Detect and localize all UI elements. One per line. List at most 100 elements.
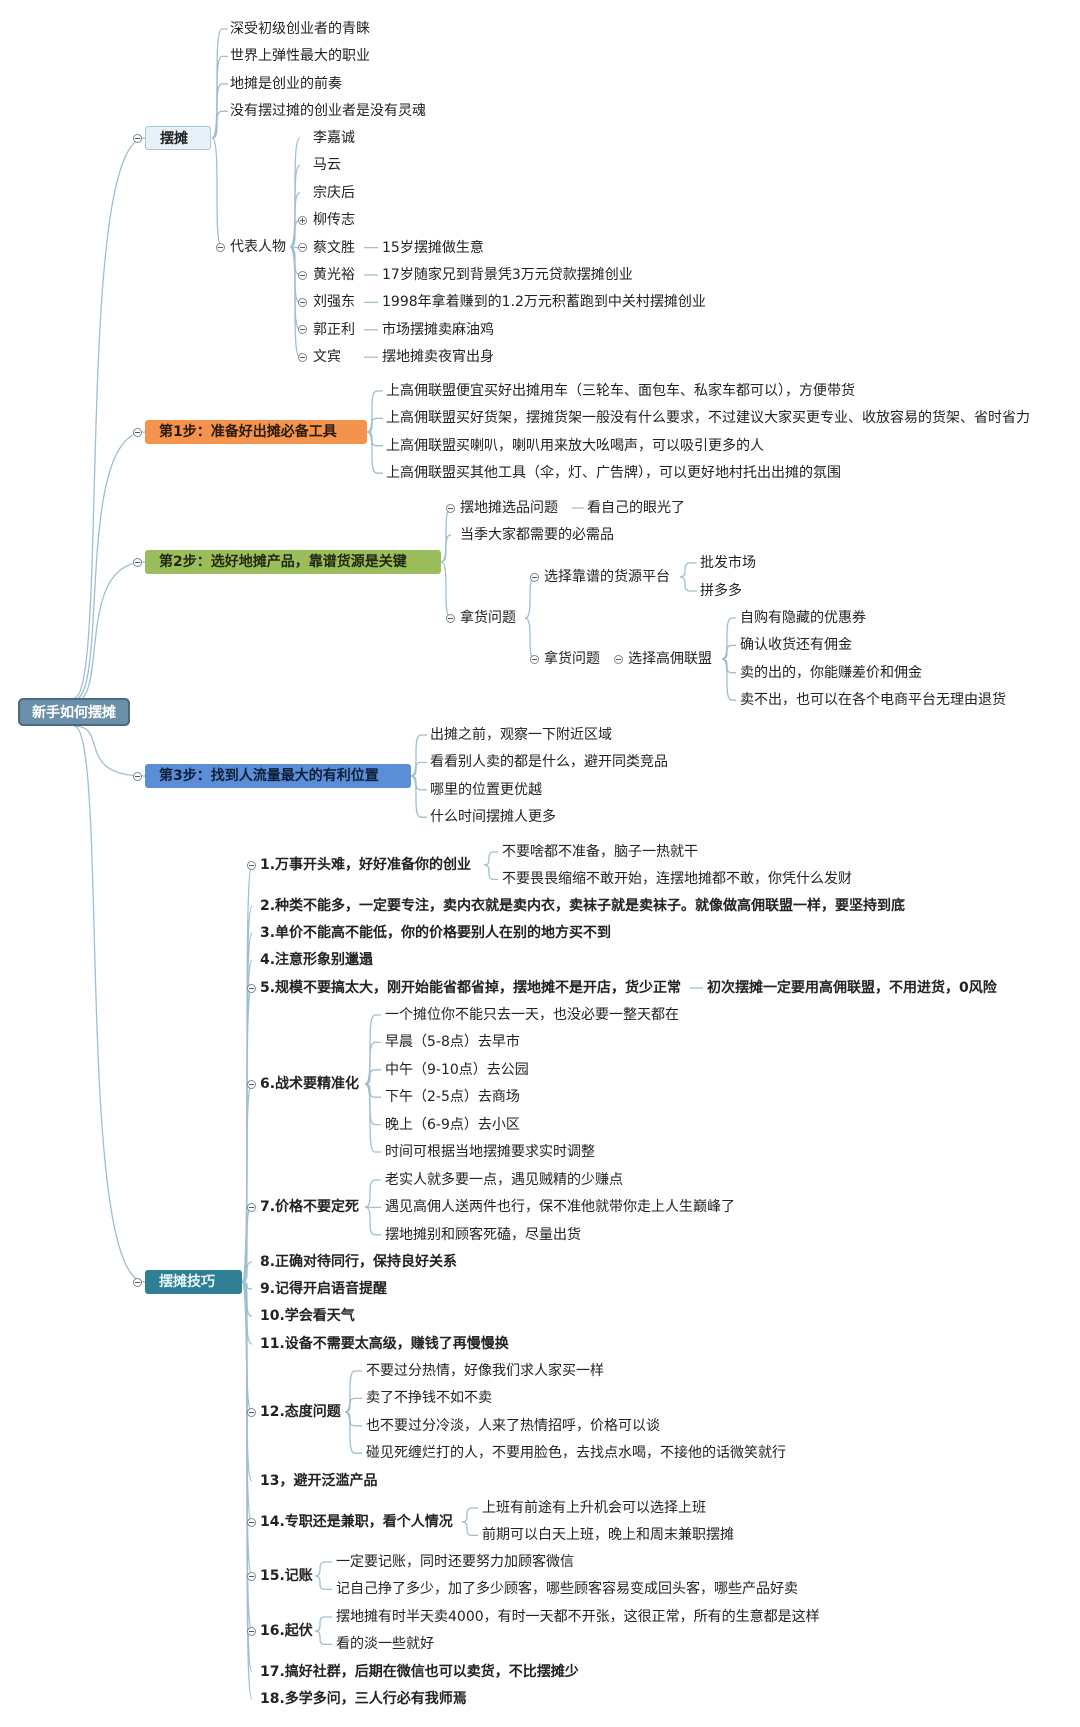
tip-t14-sub-0[interactable]: 上班有前途有上升机会可以选择上班 <box>482 1500 706 1516</box>
branch-step3-location[interactable]: 第3步：找到人流量最大的有利位置 <box>145 764 411 788</box>
tip-t12[interactable]: 12.态度问题 <box>260 1404 341 1420</box>
product-selection-label[interactable]: 摆地摊选品问题 <box>460 500 558 516</box>
tip-t2[interactable]: 2.种类不能多，一定要专注，卖内衣就是卖内衣，卖袜子就是卖袜子。就像做高佣联盟一… <box>260 898 906 914</box>
collapse-toggle-icon[interactable] <box>613 654 623 664</box>
tip-t6-sub-1[interactable]: 早晨（5-8点）去早市 <box>385 1034 520 1051</box>
person-name-4[interactable]: 蔡文胜 <box>313 239 355 256</box>
alliance-benefit-3[interactable]: 卖不出，也可以在各个电商平台无理由退货 <box>740 692 1006 709</box>
collapse-toggle-icon[interactable] <box>246 860 256 870</box>
collapse-toggle-icon[interactable] <box>246 1407 256 1417</box>
rep-people-label[interactable]: 代表人物 <box>230 239 286 255</box>
alliance-label[interactable]: 选择高佣联盟 <box>628 651 712 667</box>
collapse-toggle-icon[interactable] <box>246 1517 256 1527</box>
tip-t16-sub-0[interactable]: 摆地摊有时半天卖4000，有时一天都不开张，这很正常，所有的生意都是这样 <box>336 1609 820 1625</box>
tip-t16-sub-1[interactable]: 看的淡一些就好 <box>336 1636 434 1653</box>
tip-t12-sub-0[interactable]: 不要过分热情，好像我们求人家买一样 <box>366 1363 604 1379</box>
tip-t5[interactable]: 5.规模不要搞太大，刚开始能省都省掉，摆地摊不是开店，货少正常 <box>260 980 682 996</box>
collapse-toggle-icon[interactable] <box>246 1571 256 1581</box>
collapse-toggle-icon[interactable] <box>297 325 307 335</box>
tip-t15-sub-1[interactable]: 记自己挣了多少，加了多少顾客，哪些顾客容易变成回头客，哪些产品好卖 <box>336 1581 798 1598</box>
person-note-7[interactable]: 市场摆摊卖麻油鸡 <box>382 321 494 338</box>
collapse-toggle-icon[interactable] <box>132 427 142 437</box>
branch-stall-tips[interactable]: 摆摊技巧 <box>145 1270 242 1294</box>
person-name-2[interactable]: 宗庆后 <box>313 184 355 201</box>
collapse-toggle-icon[interactable] <box>132 1277 142 1287</box>
sourcing-label[interactable]: 拿货问题 <box>460 610 516 626</box>
tip-t1-sub-0[interactable]: 不要啥都不准备，脑子一热就干 <box>502 844 698 860</box>
alliance-benefit-0[interactable]: 自购有隐藏的优惠券 <box>740 610 866 626</box>
collapse-toggle-icon[interactable] <box>132 133 142 143</box>
location-tip-1[interactable]: 看看别人卖的都是什么，避开同类竞品 <box>430 754 668 771</box>
collapse-toggle-icon[interactable] <box>246 1202 256 1212</box>
location-tip-3[interactable]: 什么时间摆摊人更多 <box>430 809 556 826</box>
collapse-toggle-icon[interactable] <box>132 557 142 567</box>
root-topic[interactable]: 新手如何摆摊 <box>18 698 130 726</box>
stall-point-2[interactable]: 地摊是创业的前奏 <box>230 75 342 92</box>
tip-t12-sub-1[interactable]: 卖了不挣钱不如不卖 <box>366 1390 492 1407</box>
alliance-benefit-1[interactable]: 确认收货还有佣金 <box>740 637 852 654</box>
tip-t6-sub-5[interactable]: 时间可根据当地摆摊要求实时调整 <box>385 1144 595 1160</box>
collapse-toggle-icon[interactable] <box>246 1079 256 1089</box>
tip-t6-sub-4[interactable]: 晚上（6-9点）去小区 <box>385 1116 520 1133</box>
person-name-7[interactable]: 郭正利 <box>313 321 355 338</box>
tool-item-1[interactable]: 上高佣联盟买好货架，摆摊货架一般没有什么要求，不过建议大家买更专业、收放容易的货… <box>386 410 1030 427</box>
collapse-toggle-icon[interactable] <box>529 572 539 582</box>
person-name-5[interactable]: 黄光裕 <box>313 267 355 283</box>
tip-t18[interactable]: 18.多学多问，三人行必有我师焉 <box>260 1691 467 1707</box>
person-note-8[interactable]: 摆地摊卖夜宵出身 <box>382 349 494 366</box>
collapse-toggle-icon[interactable] <box>297 352 307 362</box>
person-note-5[interactable]: 17岁随家兄到背景凭3万元贷款摆摊创业 <box>382 267 633 283</box>
branch-step1-tools[interactable]: 第1步：准备好出摊必备工具 <box>145 420 367 444</box>
tip-t15-sub-0[interactable]: 一定要记账，同时还要努力加顾客微信 <box>336 1554 574 1570</box>
location-tip-2[interactable]: 哪里的位置更优越 <box>430 781 542 798</box>
tip-t1[interactable]: 1.万事开头难，好好准备你的创业 <box>260 857 472 873</box>
stall-point-1[interactable]: 世界上弹性最大的职业 <box>230 48 370 65</box>
source-option-1[interactable]: 拼多多 <box>700 583 742 599</box>
source-platform-label[interactable]: 选择靠谱的货源平台 <box>544 569 670 585</box>
tip-t13[interactable]: 13，避开泛滥产品 <box>260 1473 378 1489</box>
tip-t7-sub-0[interactable]: 老实人就多要一点，遇见贼精的少赚点 <box>385 1172 623 1188</box>
tip-t6-sub-0[interactable]: 一个摊位你不能只去一天，也没必要一整天都在 <box>385 1007 679 1023</box>
tip-t6[interactable]: 6.战术要精准化 <box>260 1076 360 1092</box>
tip-t12-sub-3[interactable]: 碰见死缠烂打的人，不要用脸色，去找点水喝，不接他的话微笑就行 <box>366 1445 786 1462</box>
collapse-toggle-icon[interactable] <box>445 613 455 623</box>
branch-step2-products[interactable]: 第2步：选好地摊产品，靠谱货源是关键 <box>145 550 441 574</box>
tip-t14-sub-1[interactable]: 前期可以白天上班，晚上和周末兼职摆摊 <box>482 1527 734 1544</box>
location-tip-0[interactable]: 出摊之前，观察一下附近区域 <box>430 727 612 743</box>
sourcing-label-2[interactable]: 拿货问题 <box>544 651 600 667</box>
tip-t7[interactable]: 7.价格不要定死 <box>260 1199 360 1215</box>
tip-t14[interactable]: 14.专职还是兼职，看个人情况 <box>260 1514 453 1530</box>
product-selection-note[interactable]: 看自己的眼光了 <box>587 500 685 516</box>
collapse-toggle-icon[interactable] <box>297 270 307 280</box>
expand-toggle-icon[interactable] <box>297 215 307 225</box>
collapse-toggle-icon[interactable] <box>246 1626 256 1636</box>
collapse-toggle-icon[interactable] <box>215 242 225 252</box>
tip-t7-sub-1[interactable]: 遇见高佣人送两件也行，保不准他就带你走上人生巅峰了 <box>385 1199 735 1216</box>
person-note-6[interactable]: 1998年拿着赚到的1.2万元积蓄跑到中关村摆摊创业 <box>382 294 706 311</box>
person-name-1[interactable]: 马云 <box>313 157 341 174</box>
tool-item-2[interactable]: 上高佣联盟买喇叭，喇叭用来放大吆喝声，可以吸引更多的人 <box>386 437 764 454</box>
branch-stall[interactable]: 摆摊 <box>145 126 211 150</box>
person-note-4[interactable]: 15岁摆摊做生意 <box>382 239 484 256</box>
stall-point-0[interactable]: 深受初级创业者的青睐 <box>230 21 370 37</box>
tip-t10[interactable]: 10.学会看天气 <box>260 1308 355 1324</box>
tip-t9[interactable]: 9.记得开启语音提醒 <box>260 1281 388 1297</box>
tool-item-0[interactable]: 上高佣联盟便宜买好出摊用车（三轮车、面包车、私家车都可以），方便带货 <box>386 383 855 399</box>
tip-t6-sub-3[interactable]: 下午（2-5点）去商场 <box>385 1089 520 1106</box>
person-name-3[interactable]: 柳传志 <box>313 212 355 229</box>
seasonal-needs[interactable]: 当季大家都需要的必需品 <box>460 527 614 543</box>
tip-t16[interactable]: 16.起伏 <box>260 1623 313 1639</box>
collapse-toggle-icon[interactable] <box>132 771 142 781</box>
tip-t7-sub-2[interactable]: 摆地摊别和顾客死磕，尽量出货 <box>385 1226 581 1243</box>
tip-t6-sub-2[interactable]: 中午（9-10点）去公园 <box>385 1061 529 1078</box>
tip-t12-sub-2[interactable]: 也不要过分冷淡，人来了热情招呼，价格可以谈 <box>366 1417 660 1434</box>
person-name-8[interactable]: 文宾 <box>313 349 341 366</box>
tip-t3[interactable]: 3.单价不能高不能低，你的价格要别人在别的地方买不到 <box>260 925 612 941</box>
collapse-toggle-icon[interactable] <box>445 503 455 513</box>
collapse-toggle-icon[interactable] <box>246 983 256 993</box>
collapse-toggle-icon[interactable] <box>297 297 307 307</box>
alliance-benefit-2[interactable]: 卖的出的，你能赚差价和佣金 <box>740 664 922 681</box>
tip-t5-note[interactable]: 初次摆摊一定要用高佣联盟，不用进货，0风险 <box>707 980 997 996</box>
tip-t15[interactable]: 15.记账 <box>260 1568 313 1584</box>
stall-point-3[interactable]: 没有摆过摊的创业者是没有灵魂 <box>230 103 426 120</box>
